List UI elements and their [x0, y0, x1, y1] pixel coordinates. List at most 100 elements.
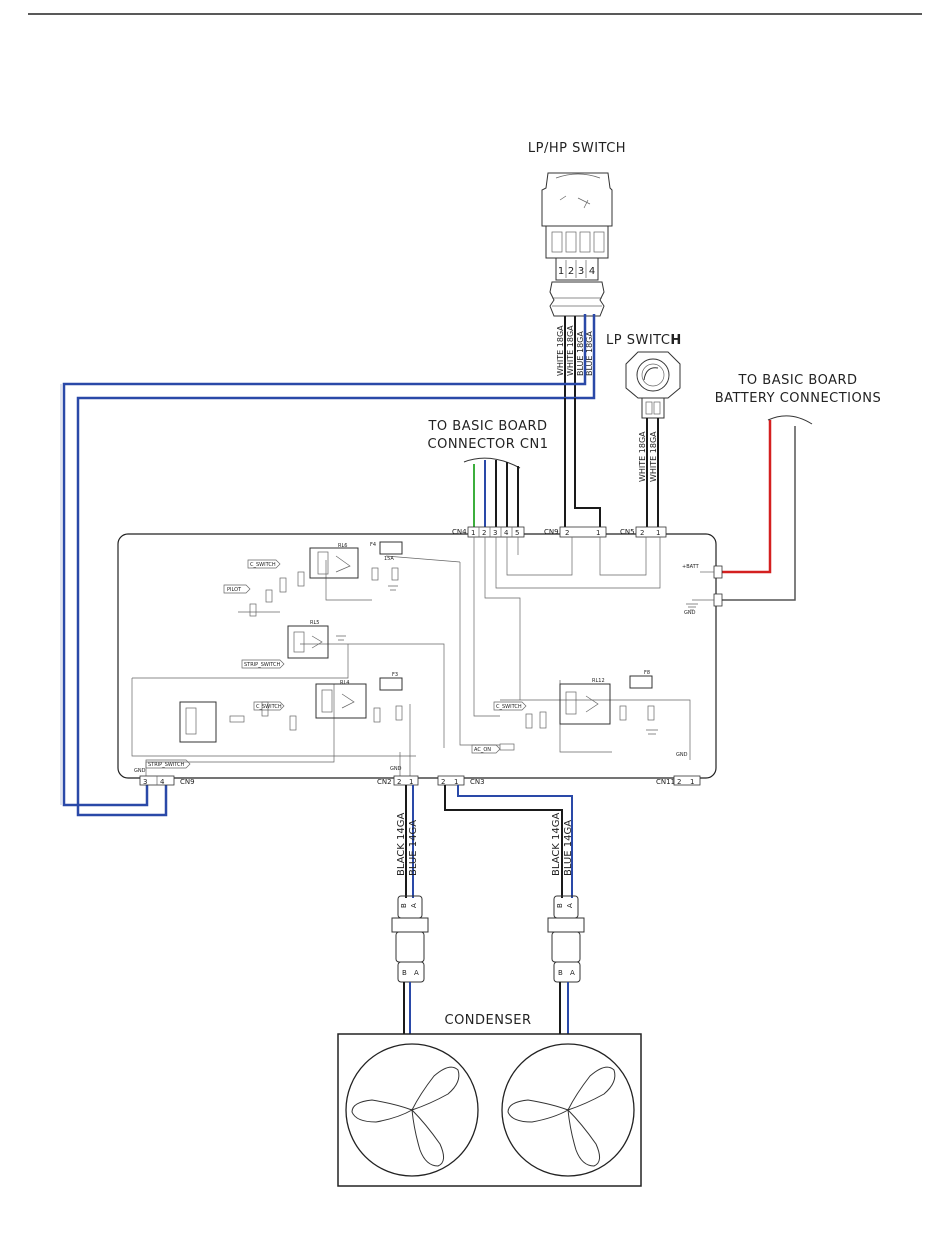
- fan-wires: [405, 785, 573, 898]
- svg-text:GND: GND: [684, 610, 696, 616]
- relay-rl5: RL5: [287, 620, 329, 659]
- lp-wire-label: WHITE 18GA: [638, 431, 647, 482]
- svg-text:CN5: CN5: [620, 528, 635, 536]
- plug-left: B A B A: [391, 895, 429, 1034]
- fuse-f4: F4 15A: [370, 541, 403, 562]
- condenser-fan-right: [501, 1043, 635, 1177]
- svg-text:2: 2: [397, 778, 401, 786]
- fuse-f8: F8: [629, 670, 653, 689]
- lphp-wire-label: BLUE 18GA: [576, 331, 585, 376]
- svg-text:C_SWITCH: C_SWITCH: [250, 562, 276, 568]
- svg-text:C_SWITCH: C_SWITCH: [496, 704, 522, 710]
- condenser-label: CONDENSER: [445, 1013, 532, 1028]
- lp-wire-label: WHITE 18GA: [649, 431, 658, 482]
- board-gnd-labels: GND GND GND: [134, 752, 688, 774]
- fan-wire-label-right: BLUE 14GA: [563, 820, 574, 876]
- svg-text:1: 1: [471, 529, 475, 537]
- svg-text:RL5: RL5: [310, 620, 319, 626]
- svg-text:4: 4: [160, 778, 165, 786]
- svg-text:F3: F3: [392, 672, 398, 678]
- battery-terminals: +BATT GND: [682, 564, 723, 616]
- svg-text:3: 3: [493, 529, 497, 537]
- battery-wires: [722, 420, 796, 601]
- svg-text:CN2: CN2: [377, 778, 392, 786]
- relay-rl12: RL12: [559, 678, 611, 725]
- svg-text:STRIP_SWITCH: STRIP_SWITCH: [148, 762, 185, 768]
- svg-text:1: 1: [690, 778, 694, 786]
- small-components: [249, 567, 658, 751]
- fan-wire-label-left: BLUE 14GA: [408, 820, 419, 876]
- cn1-label-line2: CONNECTOR CN1: [428, 437, 549, 452]
- relay-rl4: RL4: [315, 680, 367, 719]
- svg-text:B: B: [556, 903, 564, 908]
- lphp-pin: 4: [589, 266, 595, 277]
- relay-rl6: RL6: [309, 543, 359, 579]
- svg-text:CN11: CN11: [656, 778, 675, 786]
- battery-label-line1: TO BASIC BOARD: [737, 373, 857, 388]
- svg-text:1: 1: [656, 529, 660, 537]
- fan-wire-label-right: BLACK 14GA: [551, 812, 562, 876]
- battery-label-line2: BATTERY CONNECTIONS: [715, 391, 881, 406]
- svg-text:2: 2: [565, 529, 569, 537]
- connector-cn3: 2 1 CN3: [437, 775, 485, 786]
- svg-text:STRIP_SWITCH: STRIP_SWITCH: [244, 662, 281, 668]
- battery-cable-break: [767, 415, 813, 425]
- svg-text:+BATT: +BATT: [682, 564, 700, 570]
- svg-text:CN9: CN9: [544, 528, 559, 536]
- svg-text:3: 3: [143, 778, 147, 786]
- svg-text:4: 4: [504, 529, 509, 537]
- svg-text:B: B: [558, 969, 563, 977]
- svg-text:B: B: [400, 903, 408, 908]
- svg-text:A: A: [414, 969, 419, 977]
- lp-wires: [646, 418, 659, 531]
- svg-text:CN4: CN4: [452, 528, 467, 536]
- svg-text:RL4: RL4: [340, 680, 349, 686]
- connector-cn11: CN11 2 1: [656, 775, 701, 786]
- lphp-switch: 1 2 3 4: [541, 172, 613, 317]
- net-tags: C_SWITCH PILOT STRIP_SWITCH C_SWITCH C_S…: [145, 559, 527, 769]
- svg-text:1: 1: [409, 778, 413, 786]
- cn1-label-line1: TO BASIC BOARD: [427, 419, 547, 434]
- control-board: [117, 533, 717, 779]
- svg-text:1: 1: [596, 529, 600, 537]
- svg-text:GND: GND: [390, 766, 402, 772]
- lphp-wire-label: BLUE 18GA: [585, 331, 594, 376]
- fan-wire-label-left: BLACK 14GA: [396, 812, 407, 876]
- connector-cn5: CN5 2 1: [620, 526, 667, 538]
- svg-text:1: 1: [454, 778, 458, 786]
- svg-text:RL6: RL6: [338, 543, 347, 549]
- svg-text:CN9: CN9: [180, 778, 195, 786]
- svg-text:F8: F8: [644, 670, 650, 676]
- svg-text:PILOT: PILOT: [227, 587, 242, 593]
- svg-text:2: 2: [640, 529, 644, 537]
- svg-text:AC_ON: AC_ON: [474, 747, 491, 753]
- svg-text:GND: GND: [134, 768, 146, 774]
- svg-text:RL12: RL12: [592, 678, 605, 684]
- fuse-f3: F3: [379, 672, 403, 691]
- svg-text:2: 2: [441, 778, 445, 786]
- lphp-pin: 3: [578, 266, 584, 277]
- driver-block: [179, 701, 297, 743]
- condenser-fan-left: [345, 1043, 479, 1177]
- lphp-black-wires: [564, 398, 601, 531]
- svg-text:GND: GND: [676, 752, 688, 758]
- svg-text:A: A: [570, 969, 575, 977]
- lphp-pin: 2: [568, 266, 574, 277]
- svg-text:A: A: [410, 903, 418, 908]
- lphp-switch-label: LP/HP SWITCH: [528, 141, 626, 156]
- connector-cn9-bottom: 3 4 CN9: [139, 775, 195, 786]
- connector-cn4: CN4 1 2 3 4 5: [452, 526, 525, 538]
- svg-text:B: B: [402, 969, 407, 977]
- svg-text:F4: F4: [370, 542, 376, 548]
- connector-cn9-top: CN9 2 1: [544, 526, 607, 538]
- svg-text:C_SWITCH: C_SWITCH: [256, 704, 282, 710]
- cn4-wires: [473, 460, 519, 531]
- condenser-housing: [337, 1033, 642, 1187]
- plug-right: B A B A: [547, 895, 585, 1034]
- lp-switch: [625, 351, 681, 419]
- svg-text:5: 5: [515, 529, 519, 537]
- lp-switch-label: LP SWITCH: [606, 333, 682, 348]
- cn1-cable-break: [463, 457, 521, 469]
- svg-text:CN3: CN3: [470, 778, 485, 786]
